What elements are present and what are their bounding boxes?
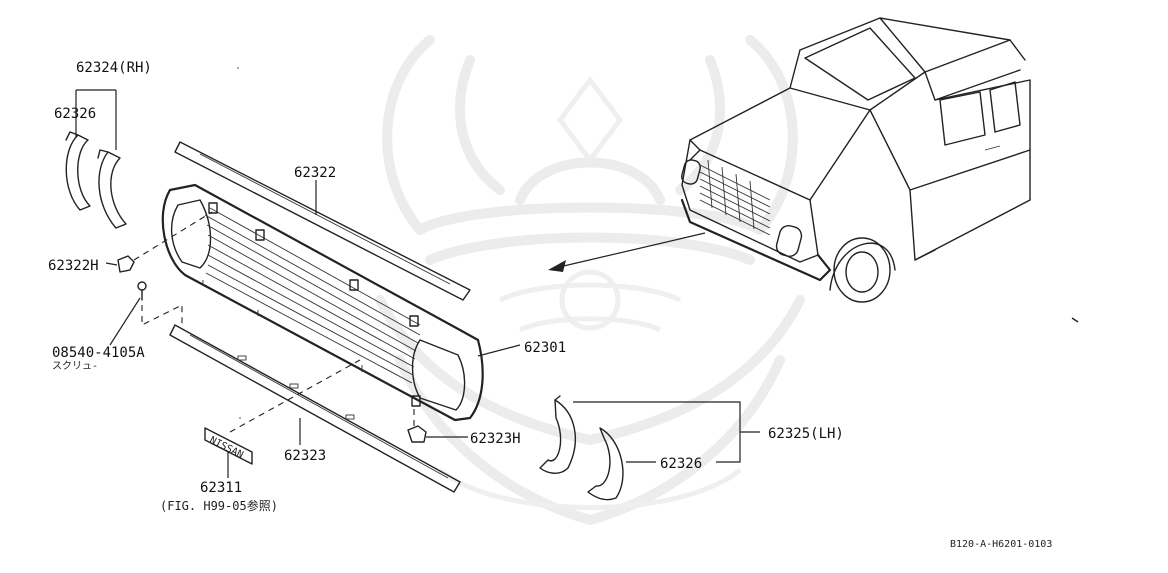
label-62322h: 62322H [48, 258, 99, 274]
label-fig-ref: (FIG. H99-05参照) [160, 498, 278, 513]
label-62326-rh: 62326 [54, 106, 96, 122]
label-62311: 62311 [200, 480, 242, 496]
watermark-emblem [375, 35, 805, 525]
clip-62323h [407, 406, 468, 443]
clip-62322h [117, 211, 213, 273]
emblem-62311: NISSAN [204, 359, 361, 478]
leader-62322h [105, 262, 118, 266]
label-62323: 62323 [284, 448, 326, 464]
label-08540-4105a: 08540-4105A [52, 345, 145, 361]
grille [161, 183, 484, 422]
label-62301: 62301 [524, 340, 566, 356]
lh-moldings [539, 395, 760, 501]
rh-moldings [65, 89, 127, 229]
label-62325-lh: 62325(LH) [768, 426, 844, 442]
lower-molding [169, 324, 461, 493]
label-62322: 62322 [294, 165, 336, 181]
screw-08540 [109, 281, 183, 346]
upper-molding [174, 141, 471, 301]
label-62323h: 62323H [470, 431, 521, 447]
footer-code: B120-A-H6201-0103 [950, 539, 1052, 550]
leader-62301 [477, 344, 521, 357]
label-62326-lh: 62326 [660, 456, 702, 472]
truck-illustration [548, 17, 1031, 303]
label-screw-note: スクリュ- [52, 360, 98, 372]
label-62324-rh: 62324(RH) [76, 60, 152, 76]
